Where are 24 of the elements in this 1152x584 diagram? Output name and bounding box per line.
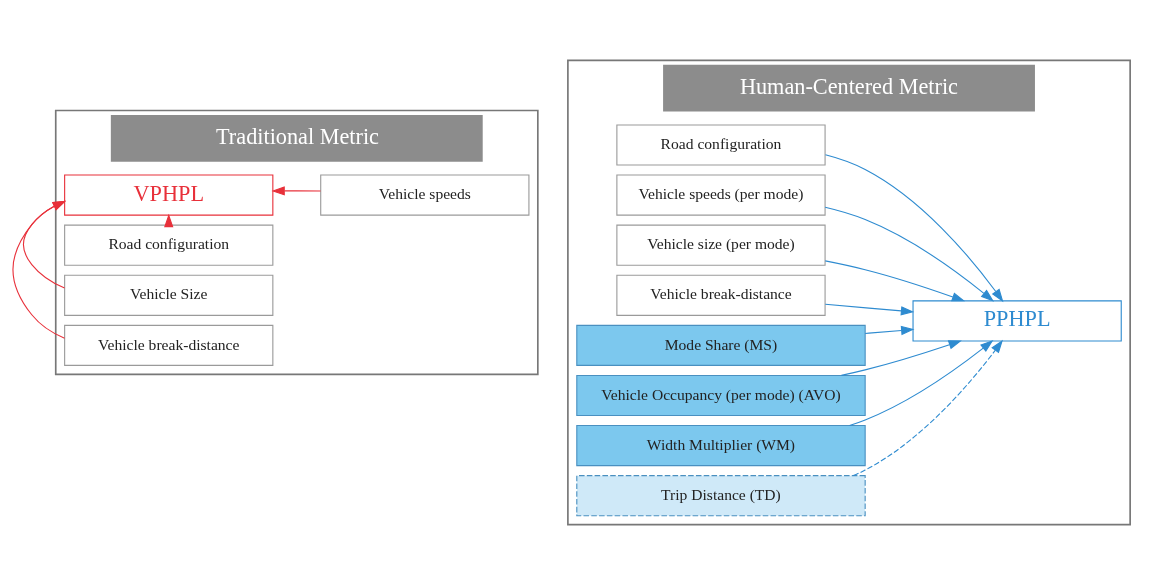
node-box: Vehicle break-distance: [616, 274, 826, 316]
arrow: [824, 153, 1004, 302]
node-box: Vehicle Occupancy (per mode) (AVO): [576, 374, 866, 416]
node-box: Vehicle speeds: [320, 174, 530, 216]
arrow: [824, 259, 966, 301]
node-box: Vehicle Size: [64, 274, 274, 316]
node-box: Vehicle break-distance: [64, 324, 274, 366]
node-box: Vehicle speeds (per mode): [616, 174, 826, 216]
arrow: [12, 200, 67, 339]
arrow: [840, 339, 962, 376]
node-box: Width Multiplier (WM): [576, 424, 866, 466]
arrow: [849, 339, 994, 426]
arrow: [864, 325, 915, 335]
arrow: [824, 206, 995, 302]
arrow: [852, 339, 1003, 476]
node-box: VPHPL: [64, 174, 274, 216]
arrow: [271, 185, 322, 196]
node-box: PPHPL: [912, 299, 1122, 341]
node-box: Mode Share (MS): [576, 324, 866, 366]
node-box: Trip Distance (TD): [576, 474, 866, 516]
arrow: [824, 303, 915, 316]
node-box: Road configuration: [616, 123, 826, 166]
node-box: Vehicle size (per mode): [616, 224, 826, 266]
arrow: [22, 200, 67, 289]
